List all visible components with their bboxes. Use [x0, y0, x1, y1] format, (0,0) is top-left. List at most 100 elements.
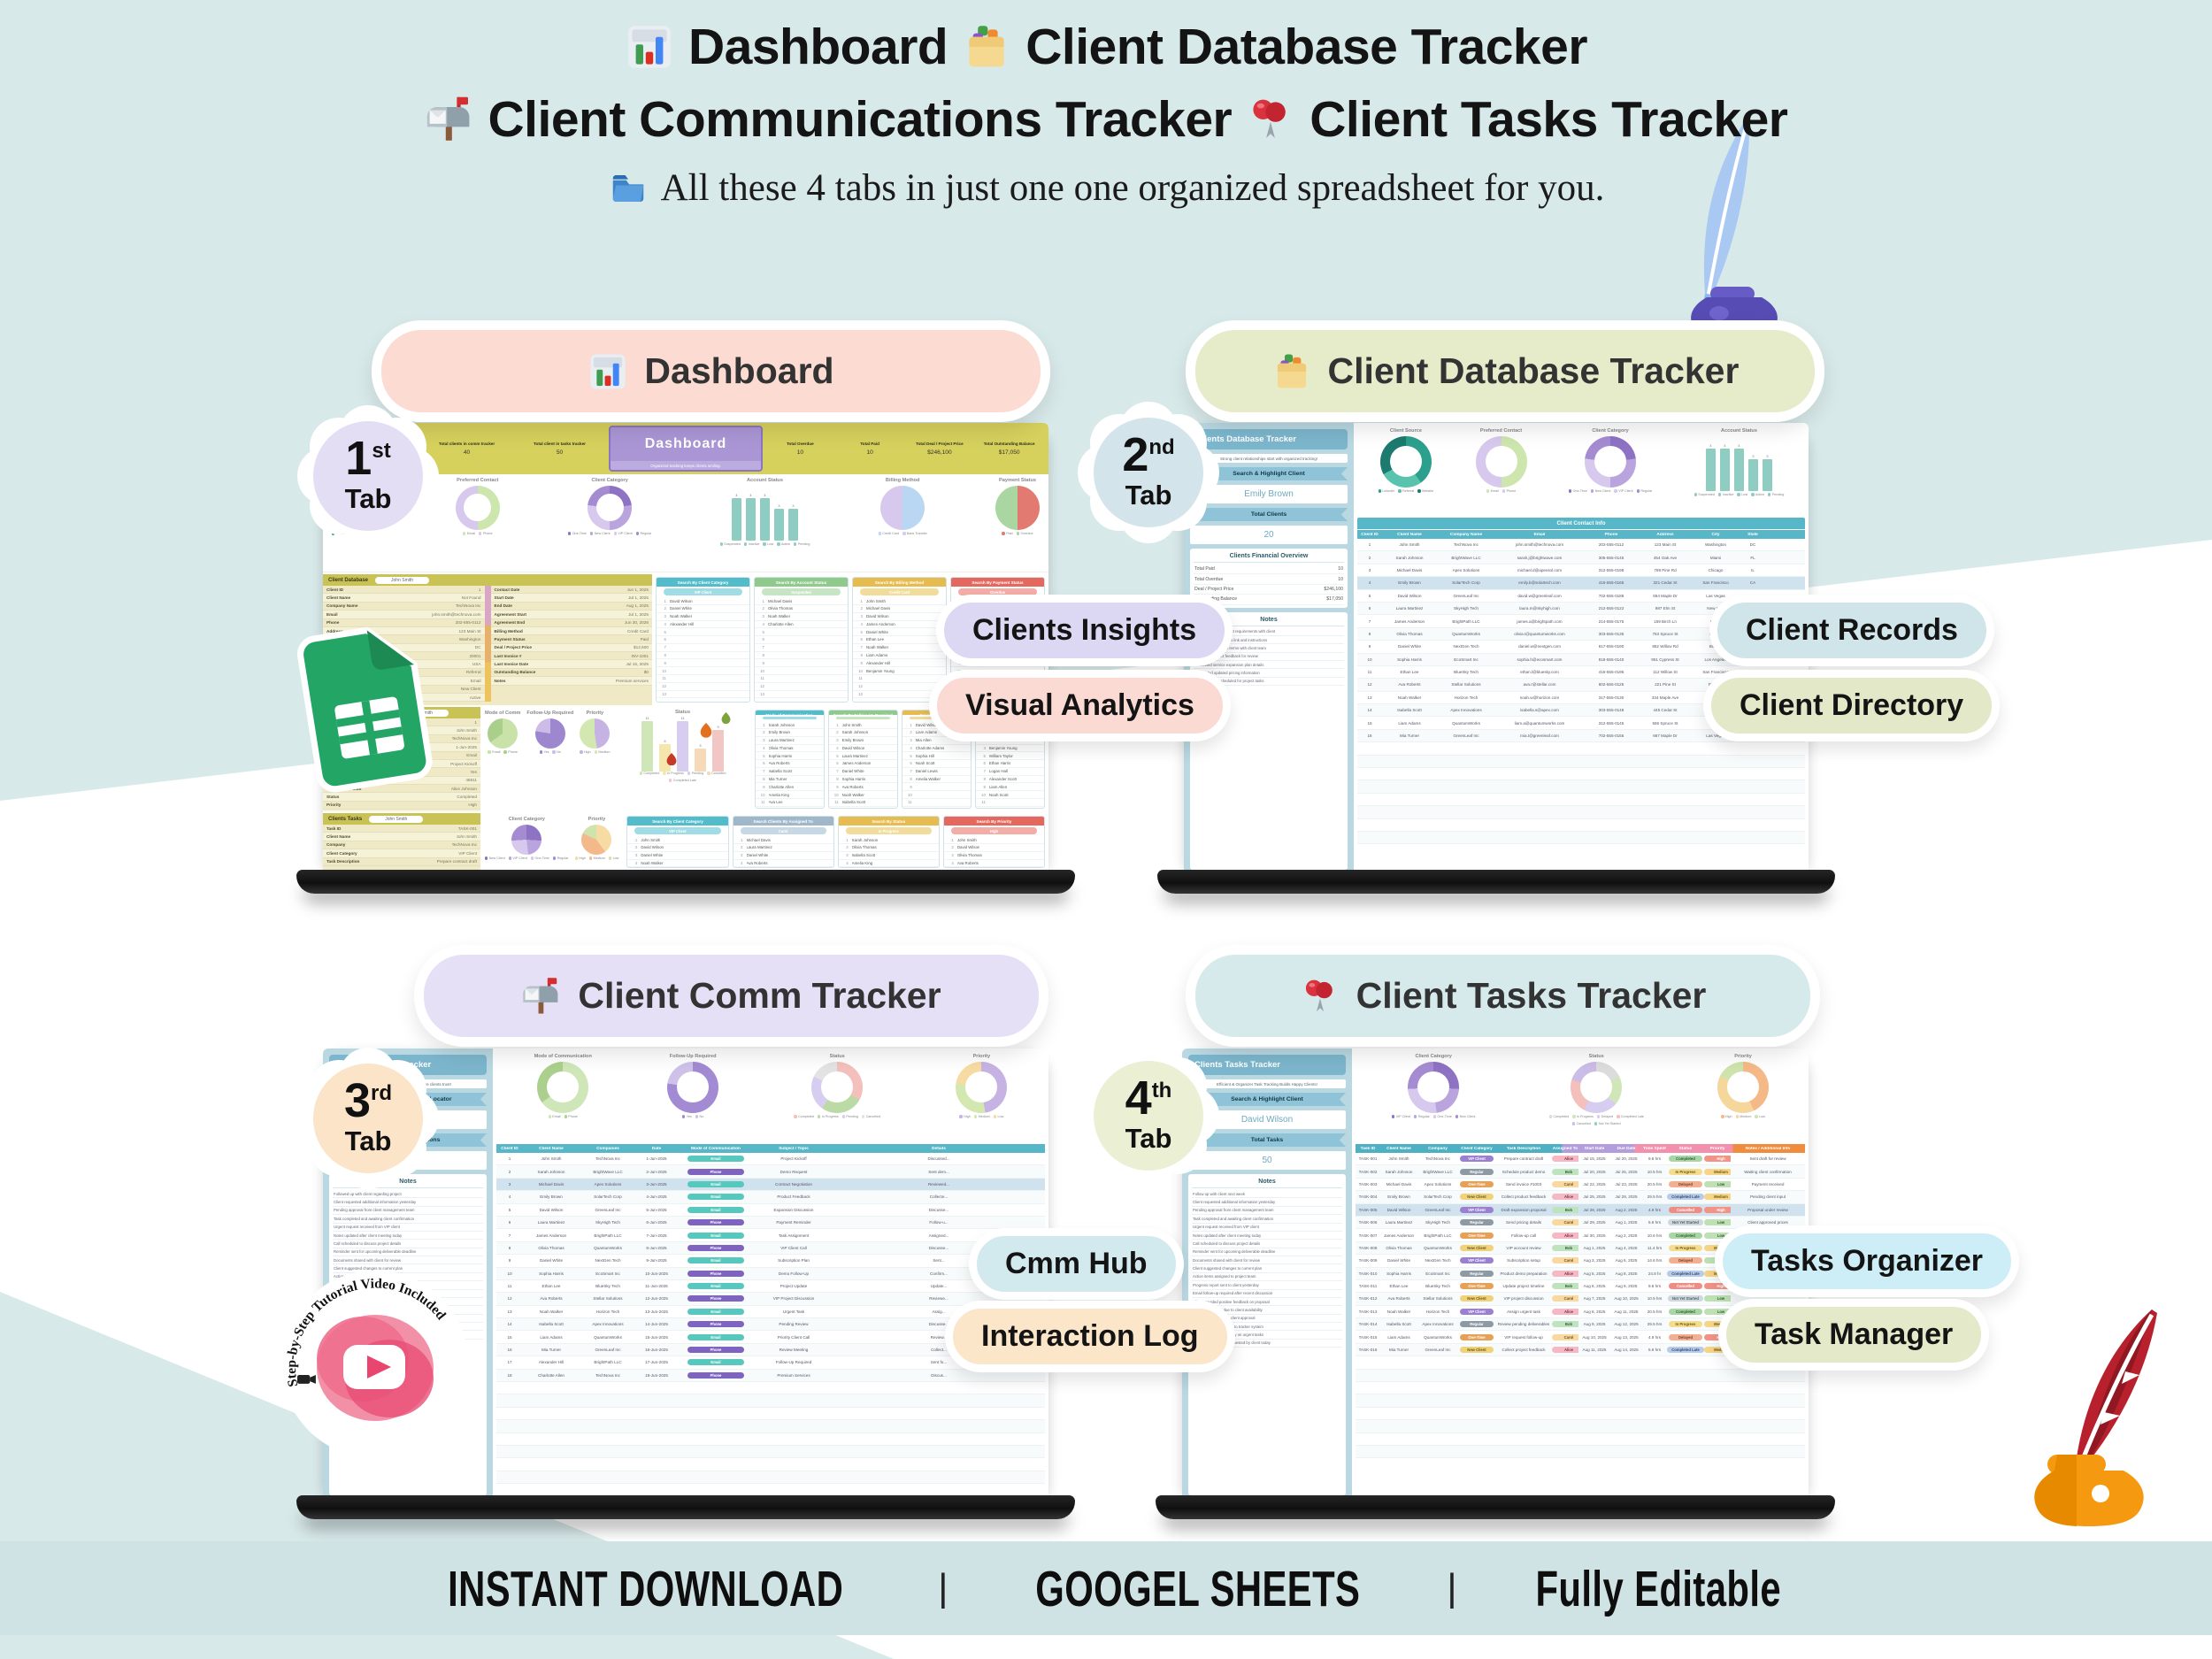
note-item: Reminder sent for upcoming deliverable d… [333, 1248, 483, 1256]
cell-pill: One-Time [1460, 1333, 1494, 1340]
search-row: 13 [853, 691, 946, 699]
donut-chart [1408, 1061, 1460, 1113]
cell-pill: Completed [1669, 1156, 1702, 1163]
tutorial-video-badge: Step-by-Step Tutorial Video Included [281, 1271, 469, 1458]
empty-row [1357, 742, 1805, 756]
cell-pill: One-Time [1460, 1283, 1494, 1290]
title-communications: Client Communications Tracker [488, 91, 1233, 148]
empty-row [496, 1408, 1045, 1421]
note-item: Action items assigned to project team [1192, 1273, 1342, 1282]
chart-title: Follow-Up Required [526, 710, 574, 716]
donut-chart [1379, 435, 1432, 488]
cell-pill: Email [687, 1206, 744, 1213]
cell-pill: In Progress [1669, 1321, 1702, 1328]
donut-chart [455, 485, 500, 530]
empty-row [496, 1445, 1045, 1459]
search-panel-title: Search By Payment Status [951, 578, 1044, 588]
chart-title: Preferred Contact [1479, 428, 1523, 434]
mailbox-icon [521, 976, 562, 1017]
tab-badge-2: 2nd Tab [1081, 405, 1216, 540]
search-row: 7 [755, 644, 848, 652]
search-row: 10 [755, 667, 848, 675]
cell-pill: Carol [1552, 1257, 1578, 1264]
note-item: Pending approval from client management … [1192, 1207, 1342, 1216]
kpi: Total Deal / Project Price$246,100 [916, 442, 964, 456]
search-panel-chip: High [950, 827, 1038, 835]
tag-client-directory: Client Directory [1703, 670, 2001, 741]
search-row: 12 [853, 683, 946, 691]
note-item: Pending approval from client management … [333, 1207, 483, 1216]
laptop-base [296, 870, 1075, 894]
field-row: Last Invoice #INV-1001 [490, 652, 652, 661]
chart-title: Account Status [1720, 428, 1757, 434]
cell-pill: Phone [687, 1371, 744, 1379]
cell-pill: Low [1704, 1180, 1731, 1187]
tag-visual-analytics: Visual Analytics [929, 670, 1231, 741]
note-item: Client provided positive feedback on pro… [1192, 1298, 1342, 1307]
empty-row [1357, 831, 1805, 845]
cell-pill: Alice [1552, 1347, 1578, 1354]
chart-title: Mode of Comm [485, 710, 521, 716]
empty-row [1357, 819, 1805, 832]
cell-pill: Completed Late [1667, 1347, 1704, 1354]
subtitle: All these 4 tabs in just one one organiz… [0, 166, 2212, 210]
cell-pill: Regular [1460, 1270, 1494, 1277]
search-row: 7 [657, 644, 749, 652]
cell-pill: Alice [1552, 1232, 1578, 1239]
chart-title: Client Source [1389, 428, 1422, 434]
screen-comm: Communication TrackerClear communication… [323, 1048, 1048, 1502]
note-item: Call scheduled to discuss project detail… [1192, 1240, 1342, 1248]
cell-pill: Email [687, 1257, 744, 1264]
record-search-chip: John Smith [375, 576, 430, 584]
search-row: 9 [902, 783, 971, 792]
cell-pill: Phone [687, 1295, 744, 1302]
search-panel-title: Search By Priority [943, 817, 1045, 826]
search-panel: Search By Follow-Up RequiredYes1John Smi… [827, 710, 898, 809]
search-row: 5 [755, 628, 848, 637]
cell-pill: Bob [1552, 1168, 1578, 1175]
cell-pill: Low [1704, 1308, 1731, 1315]
empty-row [1356, 1394, 1805, 1408]
chart-title: Preferred Contact [457, 478, 499, 483]
dashboard-tagline: Organized tracking keeps clients smiling… [611, 461, 761, 470]
cell-pill: Completed [1669, 1232, 1702, 1239]
